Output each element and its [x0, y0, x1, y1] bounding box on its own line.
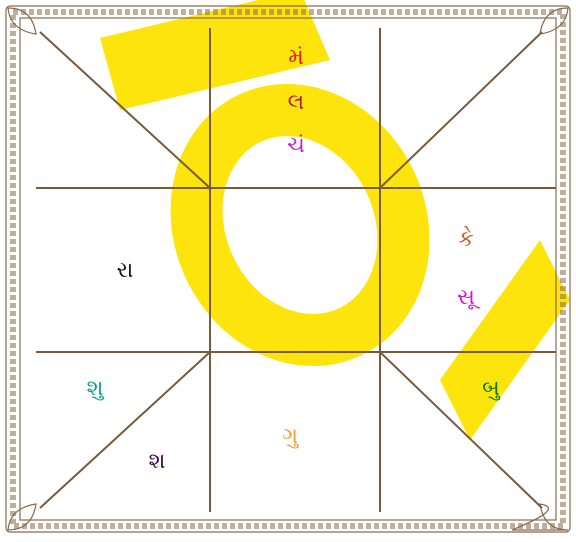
planet-label-house-1: ચં — [287, 135, 305, 157]
planet-label-house-10: સૂ — [457, 287, 475, 309]
planet-label-house-4: રા — [117, 260, 134, 282]
diagonal-bottom-left — [40, 352, 210, 508]
planet-label-house-5: શુ — [87, 378, 104, 400]
watermark-ring — [160, 76, 441, 374]
watermark — [100, 0, 570, 440]
watermark-right-bar — [440, 240, 570, 440]
planet-label-house-9: બુ — [482, 378, 500, 400]
planet-label-house-7: ગુ — [282, 426, 298, 448]
planet-label-house-1: લ — [288, 92, 305, 114]
planet-label-house-10: કે — [458, 229, 474, 251]
planet-label-house-1: મં — [288, 47, 304, 69]
diagonal-top-right — [380, 32, 542, 188]
planet-label-house-6: શ — [149, 451, 166, 473]
